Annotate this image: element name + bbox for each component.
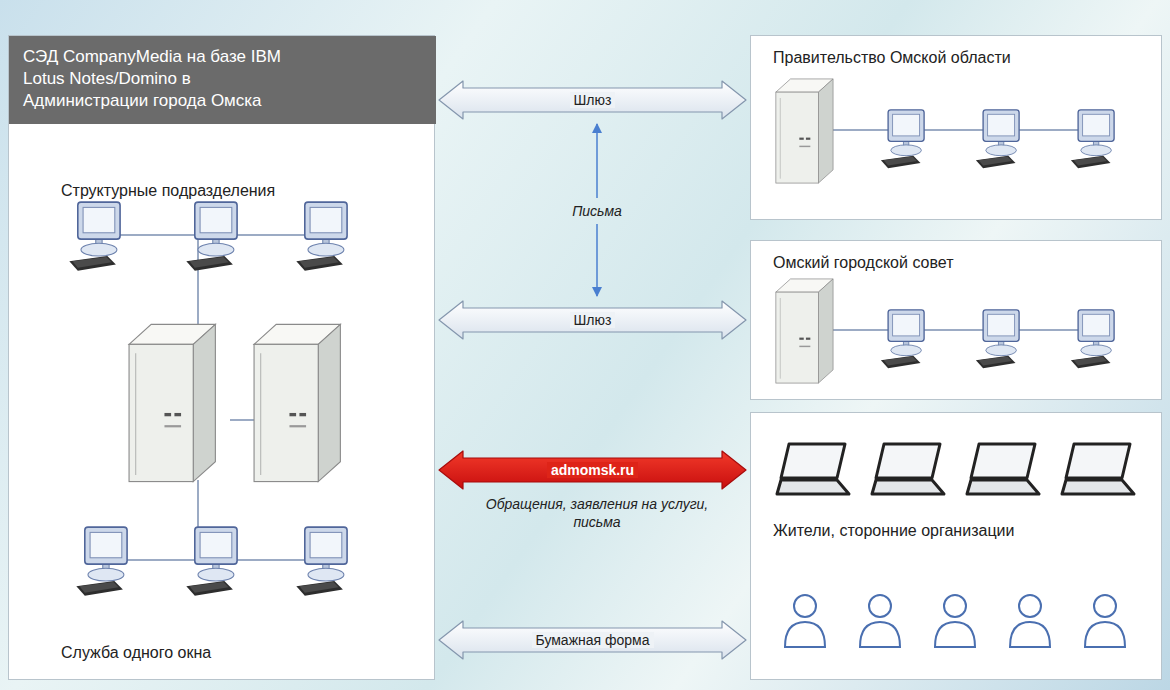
letters-arrow — [596, 224, 598, 296]
box-title: Структурные подразделения — [61, 181, 401, 201]
gateway-arrow — [439, 621, 746, 659]
box-title: Жители, сторонние организации — [773, 521, 1143, 541]
letters-arrow — [596, 124, 598, 198]
box-title: Омский городской совет — [773, 253, 1143, 273]
edge-label: Шлюз — [570, 312, 616, 328]
edge-label: Бумажная форма — [532, 632, 654, 648]
panel-header: СЭД CompanyMedia на базе IBM Lotus Notes… — [9, 36, 436, 124]
web-portal-arrow — [439, 451, 746, 489]
edge-label: Шлюз — [570, 92, 616, 108]
box-title: Служба одного окна — [61, 643, 401, 663]
edge-label: admomsk.ru — [547, 462, 638, 478]
gateway-arrow — [439, 301, 746, 339]
gateway-arrow — [439, 81, 746, 119]
flow-label: Письма — [537, 202, 657, 220]
flow-caption: Обращения, заявления на услуги, письма — [482, 495, 712, 531]
box-title: Правительство Омской области — [773, 48, 1143, 68]
